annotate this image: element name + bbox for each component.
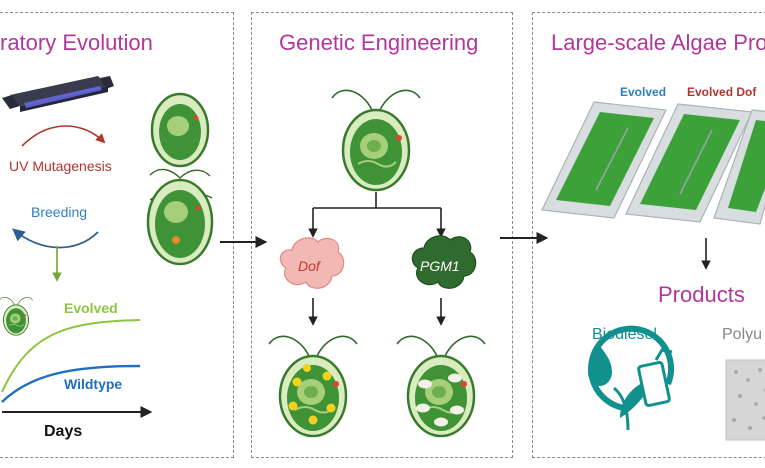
- branch-connector: [313, 192, 441, 209]
- evolved-series-label: Evolved: [64, 300, 118, 316]
- pgm1-gene-label: PGM1: [420, 258, 460, 274]
- dof-gene-label: Dof: [298, 258, 320, 274]
- uv-lamp-icon: [2, 76, 114, 112]
- biodiesel-pump-icon: [588, 325, 675, 431]
- breeding-arrow: [12, 228, 99, 249]
- dividing-algae-icon: [146, 92, 214, 266]
- raceway-pond-evolved-icon: [541, 101, 667, 219]
- engineered-cell-dof-icon: [267, 335, 359, 438]
- panel-title-evolution: ratory Evolution: [0, 30, 153, 55]
- pond-evolved-dof-label: Evolved Dof: [687, 85, 757, 99]
- panel-title-production: Large-scale Algae Pro: [551, 30, 765, 55]
- products-title: Products: [658, 282, 745, 307]
- growth-chart: [1, 319, 153, 418]
- parent-algae-cell-icon: [330, 89, 422, 192]
- pond-evolved-label: Evolved: [620, 85, 667, 99]
- polyurethane-foam-icon: [725, 359, 765, 441]
- raceway-pond-evolved-dof-icon: [625, 103, 753, 223]
- panel-title-engineering: Genetic Engineering: [279, 30, 479, 55]
- breeding-label: Breeding: [31, 204, 88, 220]
- polyurethane-label: Polyu: [722, 326, 763, 343]
- dof-protein-icon: [279, 237, 345, 289]
- wildtype-curve: [1, 364, 141, 403]
- uv-arrow: [21, 125, 106, 147]
- uv-mutagenesis-label: UV Mutagenesis: [9, 158, 112, 174]
- raceway-pond-third-icon: [713, 109, 765, 225]
- pgm1-protein-icon: [411, 235, 477, 289]
- foam-texture: [732, 368, 765, 430]
- x-axis-label: Days: [44, 423, 83, 440]
- wildtype-series-label: Wildtype: [64, 376, 123, 392]
- algae-cell-small-icon: [0, 296, 34, 336]
- biodiesel-label: Biodiesel: [592, 326, 657, 343]
- evolved-curve: [1, 319, 141, 393]
- engineered-cell-pgm1-icon: [395, 335, 487, 438]
